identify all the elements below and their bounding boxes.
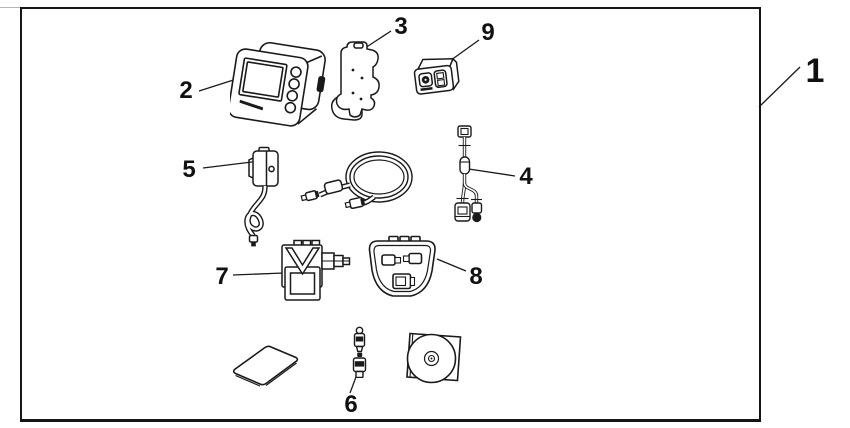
mounting-bracket-illustration bbox=[330, 41, 380, 121]
unit-button-glyph bbox=[284, 101, 297, 114]
callout-6: 6 bbox=[344, 391, 358, 418]
adapter-button-glyph bbox=[268, 165, 275, 173]
gps-display-unit-illustration bbox=[230, 42, 326, 127]
ferrite-bead-glyph bbox=[323, 179, 344, 195]
inner-connector-glyph bbox=[381, 254, 396, 266]
leader-line-4 bbox=[461, 167, 516, 177]
leader-line-5 bbox=[202, 160, 261, 169]
side-button-glyph bbox=[316, 76, 326, 93]
usb-plug-bottom-glyph bbox=[344, 196, 365, 210]
callout-8: 8 bbox=[469, 263, 483, 290]
callout-9: 9 bbox=[481, 19, 495, 46]
callout-7: 7 bbox=[215, 263, 229, 290]
power-adapter-illustration bbox=[244, 146, 279, 247]
speaker-band-glyph bbox=[239, 99, 264, 111]
connector-cover-illustration bbox=[368, 235, 436, 297]
unit-button-glyph bbox=[290, 66, 302, 78]
v-groove-glyph bbox=[284, 247, 321, 276]
usb-plug-left-glyph bbox=[300, 190, 320, 202]
sleeve-glyph bbox=[459, 156, 471, 175]
callout-1: 1 bbox=[805, 52, 825, 90]
leader-line-6 bbox=[349, 376, 357, 394]
pad-sheet-illustration bbox=[232, 345, 299, 387]
interface-box-illustration bbox=[413, 57, 460, 95]
callout-3: 3 bbox=[394, 13, 408, 40]
usb-cable-illustration bbox=[300, 151, 413, 210]
software-cd-illustration bbox=[406, 332, 462, 384]
fastener-set-illustration bbox=[352, 326, 367, 378]
plug-cap-glyph bbox=[472, 212, 482, 223]
leader-line-7 bbox=[232, 272, 285, 276]
callout-2: 2 bbox=[179, 77, 193, 104]
kit-boundary-box bbox=[20, 7, 761, 422]
leader-line-8 bbox=[436, 258, 467, 272]
unit-button-glyph bbox=[288, 78, 300, 90]
wire-harness-illustration bbox=[454, 125, 483, 223]
callout-5: 5 bbox=[182, 156, 196, 183]
leader-line-1 bbox=[758, 66, 801, 108]
callout-4: 4 bbox=[519, 163, 533, 190]
unit-button-glyph bbox=[286, 90, 299, 102]
inner-connector-glyph bbox=[408, 252, 423, 265]
mount-base-illustration bbox=[281, 239, 351, 301]
